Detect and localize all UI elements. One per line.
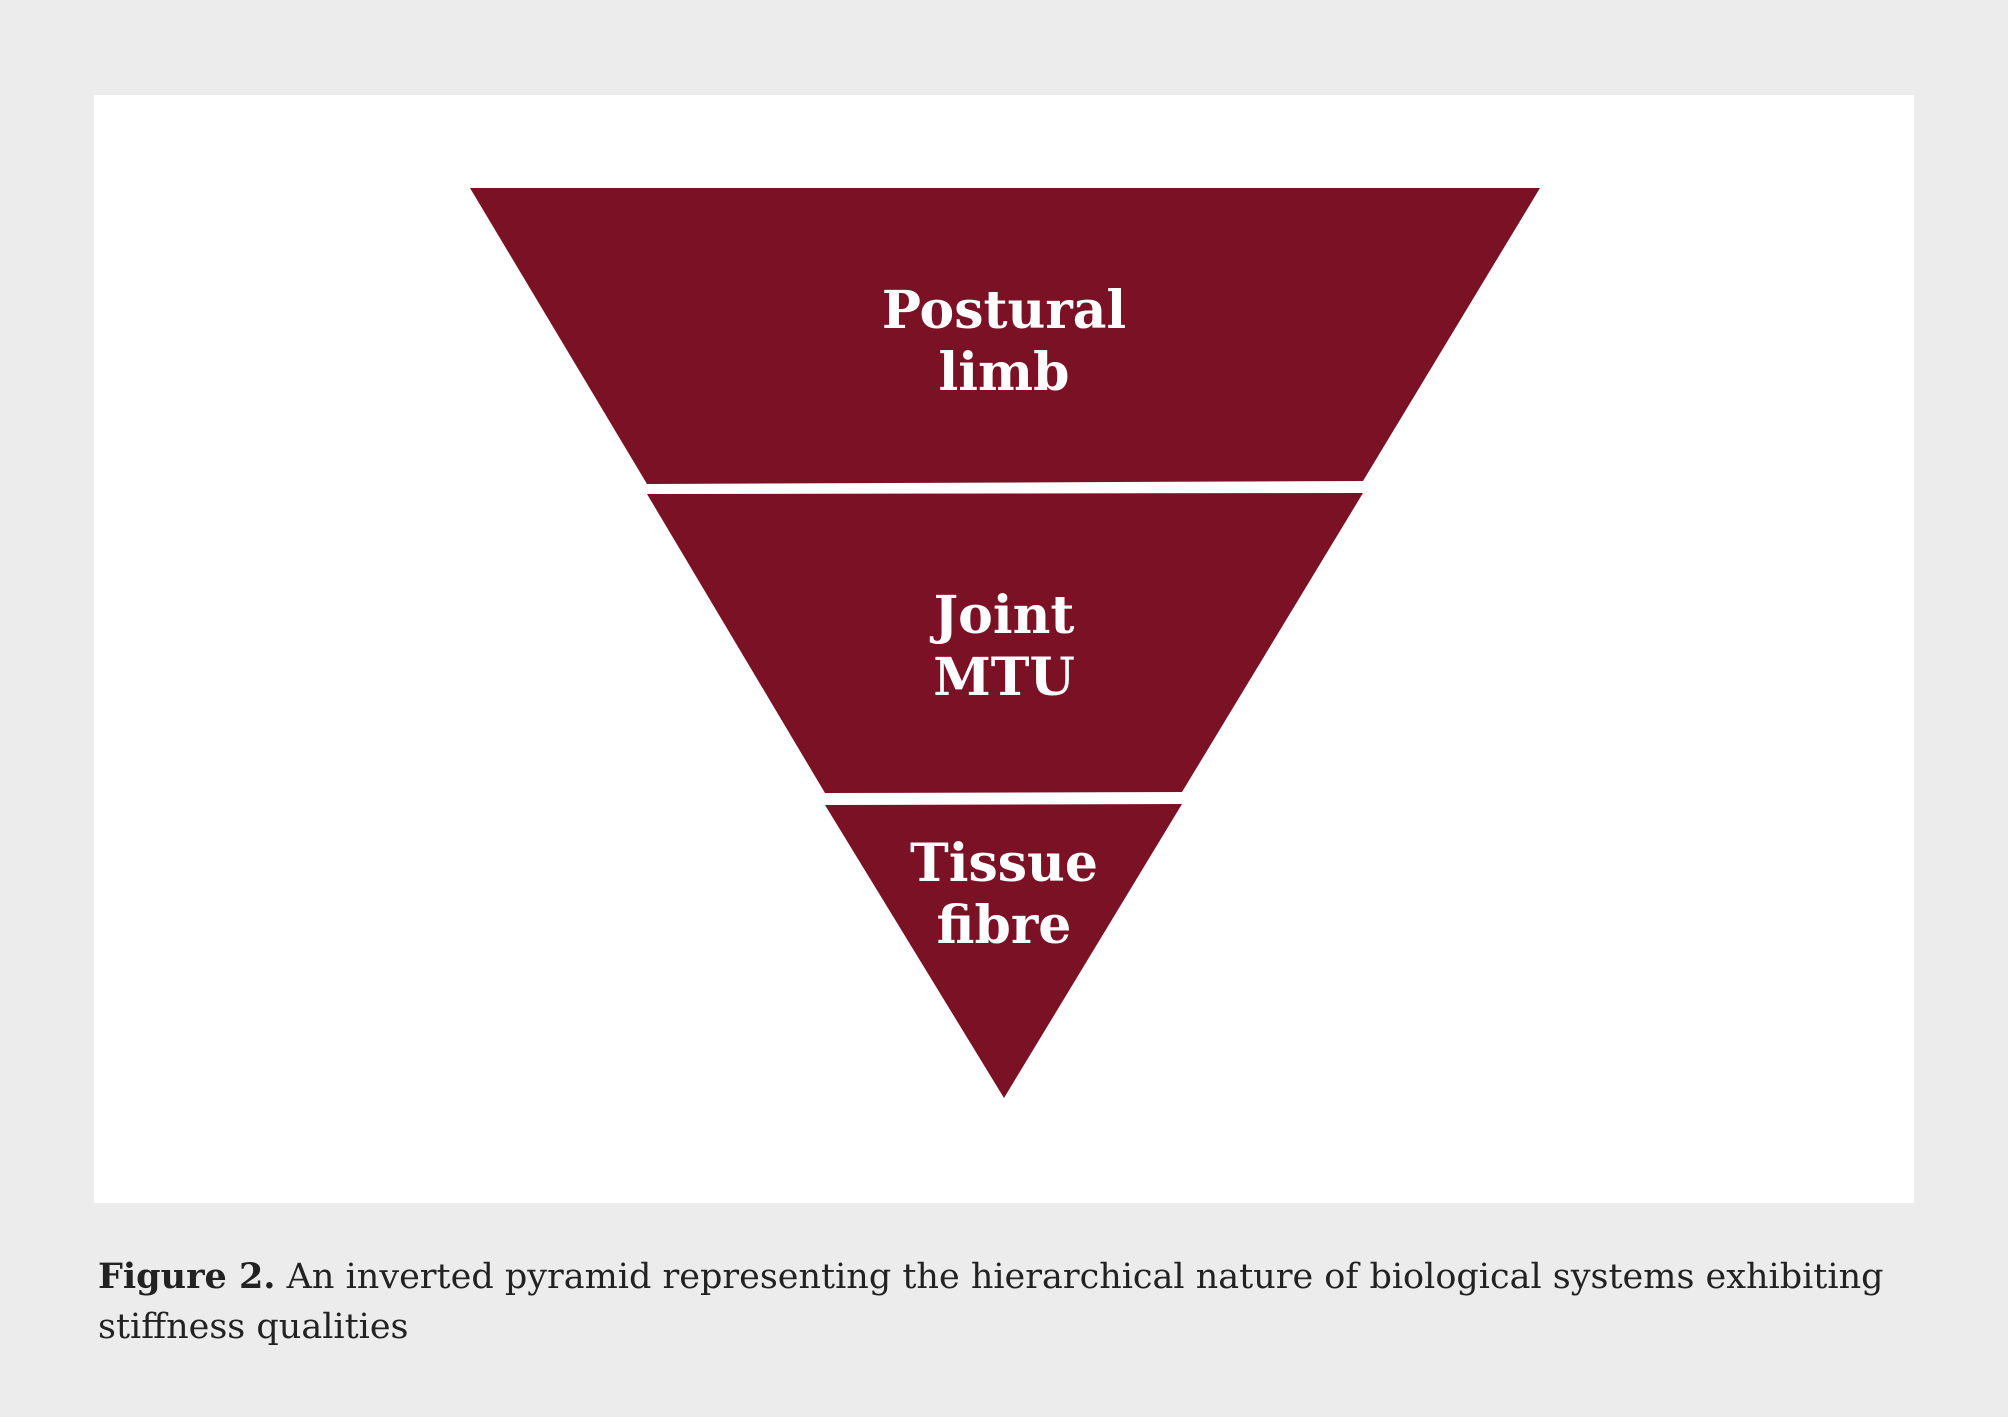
tier-label-line: fibre bbox=[936, 895, 1072, 956]
tier-label-line: limb bbox=[938, 342, 1070, 403]
figure-label: Figure 2. bbox=[98, 1256, 276, 1297]
tier-label-line: Joint bbox=[933, 585, 1075, 646]
tier-tissue-fibre bbox=[825, 804, 1182, 1098]
tier-label-tissue-fibre: Tissue fibre bbox=[754, 833, 1254, 957]
tier-postural-limb bbox=[470, 188, 1540, 484]
tier-label-line: Tissue bbox=[910, 833, 1098, 894]
tier-joint-mtu bbox=[647, 493, 1363, 793]
tier-label-postural-limb: Postural limb bbox=[754, 280, 1254, 404]
figure-caption: Figure 2. An inverted pyramid representi… bbox=[98, 1252, 1918, 1352]
inverted-pyramid bbox=[470, 188, 1540, 1098]
tier-label-line: MTU bbox=[933, 647, 1075, 708]
tier-label-line: Postural bbox=[881, 280, 1127, 341]
tier-label-joint-mtu: Joint MTU bbox=[754, 585, 1254, 709]
figure-caption-text: An inverted pyramid representing the hie… bbox=[98, 1257, 1884, 1347]
figure-panel: Postural limb Joint MTU Tissue fibre bbox=[94, 95, 1914, 1203]
